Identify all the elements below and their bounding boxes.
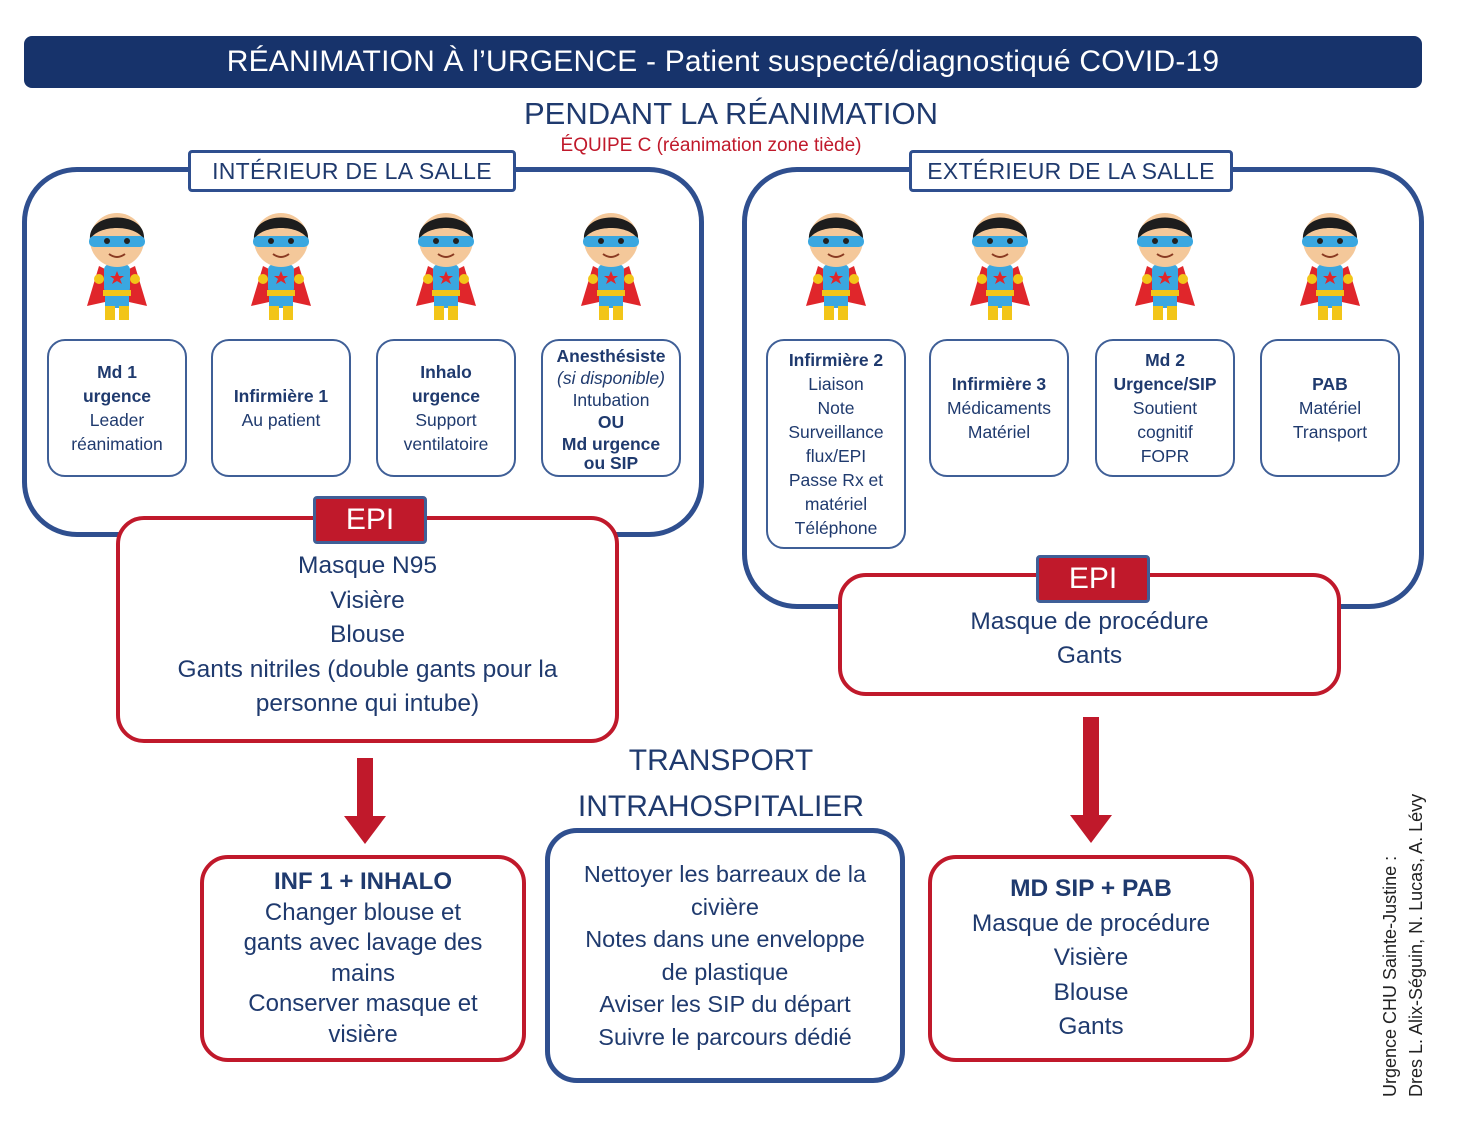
role-detail: Transport (1292, 422, 1368, 442)
transport-item: Suivre le parcours dédié (598, 1023, 852, 1050)
role-detail: Passe Rx et (788, 470, 884, 490)
role-detail: Note (817, 398, 855, 418)
role-title: Infirmière 3 (951, 374, 1047, 394)
transport-item: Notes dans une enveloppe (585, 926, 865, 952)
transport-item: Blouse (1053, 978, 1129, 1006)
role-card-pab: PAB Matériel Transport (1260, 339, 1400, 477)
transport-item: Nettoyer les barreaux de la (583, 861, 867, 887)
page-title-bar: RÉANIMATION À l’URGENCE - Patient suspec… (24, 36, 1422, 88)
epi-item: Blouse (330, 621, 405, 648)
role-title: Md 1 (97, 362, 137, 382)
interior-room-label: INTÉRIEUR DE LA SALLE (188, 150, 516, 192)
role-title: Md 2 (1145, 350, 1185, 370)
role-title: Inhalo (420, 362, 472, 382)
role-detail: Surveillance (788, 422, 884, 442)
role-detail: Au patient (241, 410, 321, 430)
role-note: (si disponible) (557, 368, 665, 388)
role-card-infirmiere-1: Infirmière 1 Au patient (211, 339, 351, 477)
role-title: Urgence/SIP (1113, 374, 1217, 394)
role-card-infirmiere-2: Infirmière 2 Liaison Note Surveillance f… (766, 339, 906, 549)
down-arrow-left-icon (344, 758, 386, 844)
role-detail: matériel (804, 494, 868, 514)
role-card-infirmiere-3: Infirmière 3 Médicaments Matériel (929, 339, 1069, 477)
role-title: urgence (411, 386, 481, 406)
role-or: OU (597, 412, 625, 432)
role-title: Infirmière 2 (788, 350, 884, 370)
exterior-room-label: EXTÉRIEUR DE LA SALLE (909, 150, 1233, 192)
transport-item: Masque de procédure (971, 909, 1211, 937)
role-detail: cognitif (1137, 422, 1193, 442)
role-detail: Médicaments (946, 398, 1052, 418)
role-card-md2-urgence-sip: Md 2 Urgence/SIP Soutient cognitif FOPR (1095, 339, 1235, 477)
role-detail: Soutient (1132, 398, 1198, 418)
role-title: Infirmière 1 (233, 386, 329, 406)
transport-box-title: MD SIP + PAB (1010, 875, 1172, 903)
transport-inf-inhalo-box: INF 1 + INHALO Changer blouse et gants a… (200, 855, 526, 1062)
superhero-icon (970, 213, 1030, 320)
section-title: PENDANT LA RÉANIMATION (524, 96, 938, 131)
transport-item: Conserver masque et (248, 990, 478, 1017)
page-title: RÉANIMATION À l’URGENCE - Patient suspec… (226, 45, 1220, 78)
role-detail: Téléphone (794, 518, 878, 538)
superhero-icon (416, 213, 476, 320)
role-alt: Md urgence (561, 434, 661, 454)
role-title: urgence (82, 386, 152, 406)
role-detail: Leader (89, 410, 145, 430)
role-detail: flux/EPI (805, 446, 867, 466)
transport-item: gants avec lavage des (243, 929, 483, 956)
role-card-md1-urgence: Md 1 urgence Leader réanimation (47, 339, 187, 477)
role-detail: Support (415, 410, 477, 430)
transport-title-line: TRANSPORT (628, 744, 814, 777)
superhero-icon (251, 213, 311, 320)
transport-item: civière (691, 893, 759, 920)
transport-item: Aviser les SIP du départ (599, 991, 851, 1017)
epi-item: Gants nitriles (double gants pour la (177, 655, 558, 683)
transport-item: mains (330, 959, 396, 987)
role-card-inhalo-urgence: Inhalo urgence Support ventilatoire (376, 339, 516, 477)
superhero-icon (581, 213, 641, 320)
role-detail: Matériel (967, 422, 1031, 442)
role-title: PAB (1312, 374, 1348, 394)
interior-epi-box: Masque N95 Visière Blouse Gants nitriles… (116, 516, 619, 743)
role-detail: Matériel (1298, 398, 1362, 418)
role-detail: Liaison (808, 374, 864, 394)
exterior-epi-tag: EPI (1036, 555, 1150, 603)
role-detail: ventilatoire (403, 434, 489, 454)
role-alt: ou SIP (583, 453, 639, 473)
role-title: Anesthésiste (556, 346, 666, 366)
role-detail: FOPR (1140, 446, 1190, 466)
transport-instructions-box: Nettoyer les barreaux de la civière Note… (545, 828, 905, 1083)
down-arrow-right-icon (1070, 717, 1112, 843)
transport-item: de plastique (661, 958, 789, 985)
transport-item: visière (328, 1020, 398, 1048)
transport-md-sip-pab-box: MD SIP + PAB Masque de procédure Visière… (928, 855, 1254, 1062)
epi-item: personne qui intube) (255, 690, 480, 717)
superhero-icon (1135, 213, 1195, 320)
superhero-icon (87, 213, 147, 320)
transport-item: Gants (1058, 1013, 1124, 1041)
role-detail: réanimation (71, 434, 163, 454)
transport-box-title: INF 1 + INHALO (273, 868, 453, 895)
transport-item: Visière (1053, 944, 1129, 972)
epi-item: Masque N95 (298, 552, 437, 579)
role-card-anesthesiste: Anesthésiste (si disponible) Intubation … (541, 339, 681, 477)
epi-item: Visière (330, 586, 405, 614)
superhero-icon (806, 213, 866, 320)
credit-line-2: Dres L. Alix-Séguin, N. Lucas, A. Lévy (1406, 793, 1426, 1097)
transport-title-line: INTRAHOSPITALIER (577, 790, 865, 823)
epi-item: Masque de procédure (970, 608, 1209, 635)
transport-title: TRANSPORT INTRAHOSPITALIER (521, 738, 921, 830)
transport-item: Changer blouse et (264, 898, 462, 926)
team-subtitle: ÉQUIPE C (réanimation zone tiède) (560, 135, 862, 156)
epi-item: Gants (1056, 642, 1123, 669)
interior-epi-tag: EPI (313, 496, 427, 544)
credit-line-1: Urgence CHU Sainte-Justine : (1380, 855, 1400, 1097)
superhero-icon (1300, 213, 1360, 320)
role-detail: Intubation (572, 390, 650, 410)
